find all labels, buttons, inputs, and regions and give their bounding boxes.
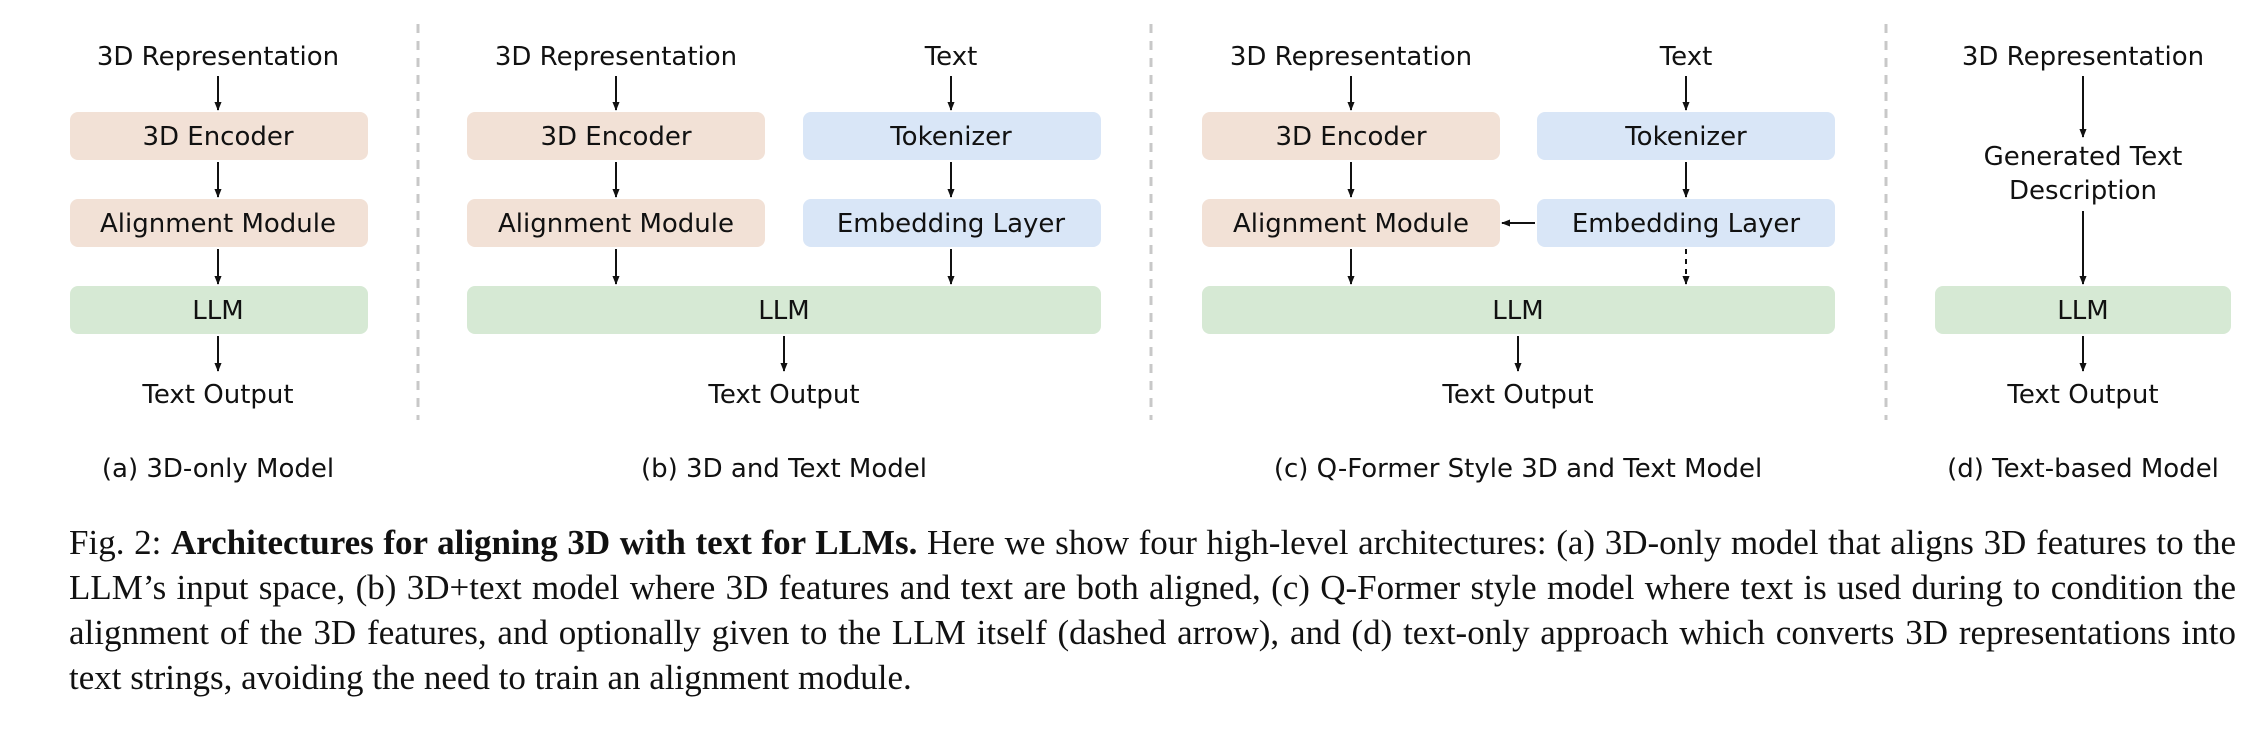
panel-b-llm-box (467, 286, 1101, 334)
panel-d-generated-line1: Generated Text (1984, 142, 2183, 172)
panel-d-llm-box (1935, 286, 2231, 334)
panel-a-encoder-label: 3D Encoder (142, 122, 293, 152)
figure-caption: Fig. 2: Architectures for aligning 3D wi… (69, 520, 2236, 700)
panel-a-input-label: 3D Representation (97, 42, 339, 72)
panel-b-alignment-label: Alignment Module (498, 209, 734, 239)
panel-b: 3D Representation Text 3D Encoder Tokeni… (467, 42, 1101, 484)
panel-c-alignment-box (1202, 199, 1500, 247)
panel-d-generated-line2: Description (2009, 176, 2157, 206)
panel-b-tokenizer-box (803, 112, 1101, 160)
panel-b-output-label: Text Output (707, 380, 859, 410)
panel-a-llm-label: LLM (192, 296, 243, 326)
panel-d-input-label: 3D Representation (1962, 42, 2204, 72)
panel-b-embedding-label: Embedding Layer (837, 209, 1066, 239)
panel-b-tokenizer-label: Tokenizer (889, 122, 1012, 152)
panel-d: 3D Representation Generated Text Descrip… (1935, 42, 2231, 484)
panel-c-caption: (c) Q-Former Style 3D and Text Model (1274, 454, 1762, 484)
panel-c-llm-label: LLM (1492, 296, 1543, 326)
panel-a: 3D Representation 3D Encoder Alignment M… (70, 42, 368, 484)
panel-c-output-label: Text Output (1441, 380, 1593, 410)
panel-c-input-3d-label: 3D Representation (1230, 42, 1472, 72)
panel-c-tokenizer-box (1537, 112, 1835, 160)
panel-c-embedding-label: Embedding Layer (1572, 209, 1801, 239)
panel-c-tokenizer-label: Tokenizer (1624, 122, 1747, 152)
panel-b-encoder-box (467, 112, 765, 160)
panel-c-llm-box (1202, 286, 1835, 334)
panel-a-caption: (a) 3D-only Model (102, 454, 334, 484)
panel-d-caption: (d) Text-based Model (1947, 454, 2219, 484)
panel-c-encoder-box (1202, 112, 1500, 160)
panel-a-alignment-box (70, 199, 368, 247)
panel-d-llm-label: LLM (2057, 296, 2108, 326)
panel-a-alignment-label: Alignment Module (100, 209, 336, 239)
panel-b-encoder-label: 3D Encoder (540, 122, 691, 152)
panel-b-input-3d-label: 3D Representation (495, 42, 737, 72)
panel-dividers (416, 24, 1888, 420)
panel-c: 3D Representation Text 3D Encoder Tokeni… (1202, 42, 1835, 484)
panel-b-llm-label: LLM (758, 296, 809, 326)
panel-c-encoder-label: 3D Encoder (1275, 122, 1426, 152)
panel-b-input-text-label: Text (924, 42, 978, 72)
architecture-diagram: 3D Representation 3D Encoder Alignment M… (70, 24, 2231, 484)
caption-body: Here we show four high-level architectur… (69, 523, 2236, 697)
caption-prefix: Fig. 2: (69, 523, 171, 562)
panel-c-input-text-label: Text (1659, 42, 1713, 72)
panel-a-output-label: Text Output (141, 380, 293, 410)
panel-b-caption: (b) 3D and Text Model (641, 454, 927, 484)
panel-d-output-label: Text Output (2006, 380, 2158, 410)
panel-b-embedding-box (803, 199, 1101, 247)
panel-c-embedding-box (1537, 199, 1835, 247)
caption-title: Architectures for aligning 3D with text … (170, 523, 918, 562)
panel-a-encoder-box (70, 112, 368, 160)
panel-c-alignment-label: Alignment Module (1233, 209, 1469, 239)
panel-b-alignment-box (467, 199, 765, 247)
panel-a-llm-box (70, 286, 368, 334)
